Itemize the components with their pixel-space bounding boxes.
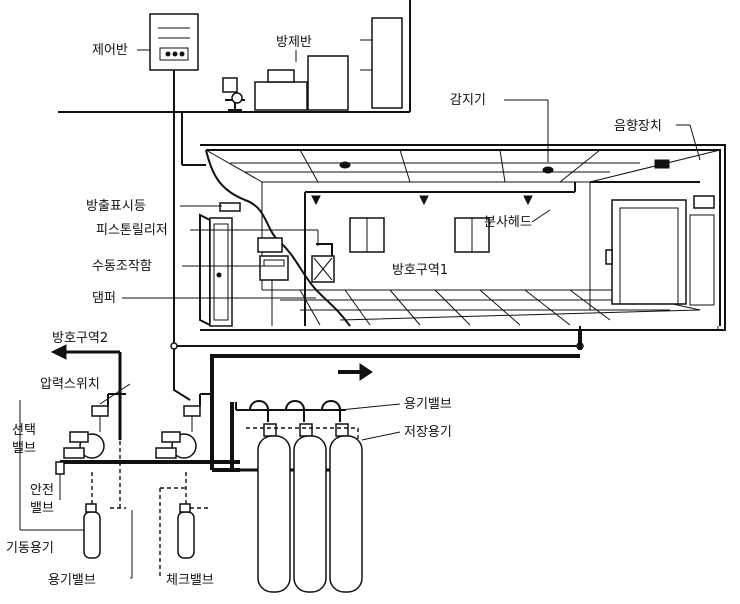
label-container-valve-top: 용기밸브 bbox=[404, 397, 452, 412]
label-zone2: 방호구역2 bbox=[52, 331, 108, 346]
label-spray-head: 분사헤드 bbox=[484, 215, 532, 230]
label-detector: 감지기 bbox=[450, 93, 486, 108]
leader-lines bbox=[19, 49, 701, 579]
label-discharge-lamp: 방출표시등 bbox=[86, 199, 146, 214]
label-piston-release: 피스톤릴리저 bbox=[96, 223, 168, 238]
labels: 제어반 방제반 감지기 음향장치 방출표시등 피스톤릴리저 분사헤드 수동조작함… bbox=[6, 35, 662, 588]
label-storage-container: 저장용기 bbox=[404, 425, 452, 440]
label-check-valve: 체크밸브 bbox=[166, 573, 214, 588]
discharge-pipe bbox=[50, 330, 582, 470]
label-manual-box: 수동조작함 bbox=[92, 259, 152, 274]
label-damper: 댐퍼 bbox=[92, 291, 116, 306]
label-pressure-switch: 압력스위치 bbox=[40, 377, 100, 392]
label-pilot-container: 기동용기 bbox=[6, 541, 54, 556]
label-selector-valve-line2: 밸브 bbox=[12, 441, 36, 456]
discharge-lamp bbox=[219, 202, 241, 212]
label-safety-valve-line1: 안전 bbox=[30, 483, 54, 498]
label-selector-valve-line1: 선택 bbox=[12, 423, 36, 438]
pilot-containers bbox=[83, 440, 210, 578]
control-panel-box bbox=[149, 13, 199, 71]
label-control-panel: 제어반 bbox=[92, 43, 128, 58]
storage-containers bbox=[235, 400, 363, 593]
label-disaster-panel: 방제반 bbox=[276, 35, 312, 50]
protected-room bbox=[199, 144, 726, 331]
label-sound-device: 음향장치 bbox=[614, 119, 662, 134]
label-safety-valve-line2: 밸브 bbox=[30, 501, 54, 516]
control-room bbox=[58, 0, 411, 113]
label-zone1: 방호구역1 bbox=[392, 263, 448, 278]
label-container-valve-bottom: 용기밸브 bbox=[48, 573, 96, 588]
